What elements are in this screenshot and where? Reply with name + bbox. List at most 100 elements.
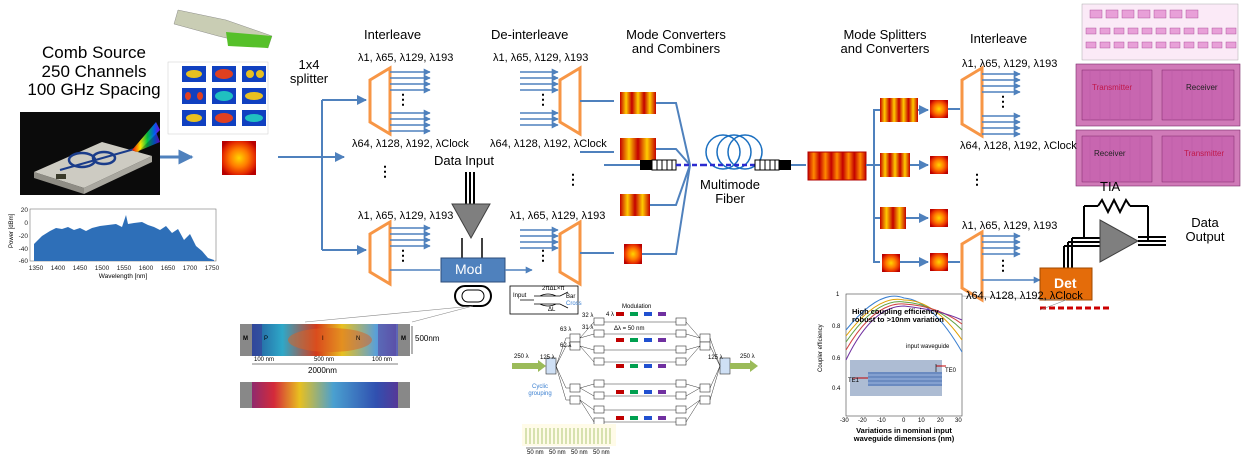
spectrum-xtick: 1650 xyxy=(161,265,176,272)
coupler-xtick: -30 xyxy=(840,418,849,424)
spectrum-xtick: 1600 xyxy=(139,265,154,272)
device-label-i: I xyxy=(322,336,324,342)
spectrum-y-label: Power [dBm] xyxy=(9,213,15,248)
spectrum-xtick: 1550 xyxy=(117,265,132,272)
rx-interleave-lower-bottom-label: λ64, λ128, λ192, λClock xyxy=(966,290,1083,302)
wdm-tree-panel xyxy=(509,285,758,449)
rx-interleave-ellipsis: ⋮ xyxy=(996,93,1010,109)
deinterleave-title: De-interleave xyxy=(491,27,569,42)
mzi-dl-label: ΔL xyxy=(548,307,556,313)
splitter-label-line-1: 1x4 xyxy=(298,57,320,72)
coupler-x-label-line-1: Variations in nominal input xyxy=(856,426,952,435)
interleave-title: Interleave xyxy=(364,27,422,42)
comb-source-line-1: Comb Source xyxy=(42,43,146,62)
deinterleave-bottom-label: λ64, λ128, λ192, λClock xyxy=(490,138,607,150)
splitter-label-line-2: splitter xyxy=(289,71,329,87)
modulation-label: Modulation xyxy=(622,304,652,310)
deinterleave-ellipsis: ⋮ xyxy=(536,91,550,107)
chip-receiver-label-1: Receiver xyxy=(1186,83,1218,92)
coupler-x-label: Variations in nominal input waveguide di… xyxy=(836,426,972,444)
chip-layout-panel xyxy=(1075,3,1241,187)
device-dim-3: 100 nm xyxy=(372,357,393,363)
fiber-label-line-2: Fiber xyxy=(715,191,745,207)
interleave-lower-ellipsis: ⋮ xyxy=(396,247,410,263)
device-label-p: P xyxy=(264,336,269,342)
deinterleave-branch-ellipsis: ⋮ xyxy=(566,171,580,187)
coupler-efficiency-panel xyxy=(845,293,963,417)
device-cross-section-panel xyxy=(240,324,413,408)
mode-splitters-line-1: Mode Splitters xyxy=(843,27,927,42)
mzi-phase-label: 2πΔL×π xyxy=(542,286,565,292)
wdm-stage-32-label: 32 λ xyxy=(582,313,594,319)
device-width-label: 2000nm xyxy=(308,366,337,375)
spectrum-xtick: 1400 xyxy=(51,265,66,272)
spacing-tick-4: 50 nm xyxy=(593,450,610,456)
coupler-xtick: 0 xyxy=(902,418,906,424)
mzi-cross-label: Cross xyxy=(566,301,582,307)
cyclic-line-1: Cyclic xyxy=(532,384,548,390)
coupler-xtick: 30 xyxy=(955,418,962,424)
coupler-input-label: input waveguide xyxy=(906,344,950,350)
coupler-xtick: 10 xyxy=(918,418,925,424)
coupler-x-label-line-2: waveguide dimensions (nm) xyxy=(853,434,955,444)
rx-interleave-top-label: λ1, λ65, λ129, λ193 xyxy=(962,58,1058,70)
rx-interleave-bottom-label: λ64, λ128, λ192, λClock xyxy=(960,140,1077,152)
spacing-tick-3: 50 nm xyxy=(571,450,588,456)
spectrum-xtick: 1500 xyxy=(95,265,110,272)
wdm-stage-63-label: 63 λ xyxy=(560,327,572,333)
rx-interleave-title: Interleave xyxy=(970,31,1028,46)
spacing-tick-2: 50 nm xyxy=(549,450,566,456)
interleave-lower-top-label: λ1, λ65, λ129, λ193 xyxy=(358,210,454,222)
wdm-stage-31-label: 31 λ xyxy=(582,325,594,331)
wdm-input-label: 250 λ xyxy=(514,354,529,360)
modulator-label: Mod xyxy=(455,261,483,277)
coupler-te0-label: TE0 xyxy=(945,368,957,374)
wdm-output-label: 250 λ xyxy=(740,354,755,360)
mzi-input-label: Input xyxy=(513,293,527,299)
spacing-tick-1: 50 nm xyxy=(527,450,544,456)
device-label-m2: M xyxy=(401,336,406,342)
coupler-xtick: 20 xyxy=(937,418,944,424)
deinterleave-lower-top-label: λ1, λ65, λ129, λ193 xyxy=(510,210,606,222)
device-label-m1: M xyxy=(243,336,248,342)
spectrum-ytick: -40 xyxy=(19,246,29,253)
spectrum-ytick: 20 xyxy=(21,207,29,214)
data-input-label: Data Input xyxy=(434,153,494,168)
comb-source-chip-image xyxy=(20,112,160,195)
coupler-xtick: -20 xyxy=(858,418,867,424)
wdm-stage-4-label: 4 λ xyxy=(606,312,615,318)
wdm-stage-125-out-label: 125 λ xyxy=(708,355,723,361)
spacing-label: Δλ = 50 nm xyxy=(614,326,645,332)
spectrum-xtick: 1350 xyxy=(29,265,44,272)
mode-splitters-line-2: and Converters xyxy=(840,41,930,57)
coupler-ytick-08: 0.8 xyxy=(832,324,841,330)
comb-source-line-2: 250 Channels xyxy=(41,61,147,81)
tia-label: TIA xyxy=(1100,179,1121,194)
coupler-y-label: Coupler efficiency xyxy=(818,324,824,372)
chip-transmitter-label-2: Transmitter xyxy=(1184,149,1225,158)
spectrum-xtick: 1450 xyxy=(73,265,88,272)
device-dim-1: 100 nm xyxy=(254,357,275,363)
spectrum-ytick: -60 xyxy=(19,258,29,265)
chip-transmitter-label-1: Transmitter xyxy=(1092,83,1133,92)
spectrum-xtick: 1700 xyxy=(183,265,198,272)
branch-ellipsis: ⋮ xyxy=(378,163,392,179)
interleave-top-label: λ1, λ65, λ129, λ193 xyxy=(358,52,454,64)
interleave-bottom-label: λ64, λ128, λ192, λClock xyxy=(352,138,469,150)
detector-label: Det xyxy=(1054,275,1077,291)
mode-converters-line-2: and Combiners xyxy=(631,41,721,57)
coupler-title: High coupling efficiency robust to >10nm… xyxy=(852,307,944,325)
data-output-label: Data Output xyxy=(1172,215,1238,245)
comb-source-title: Comb Source 250 Channels 100 GHz Spacing xyxy=(14,43,174,100)
spectrum-ytick: -20 xyxy=(19,233,29,240)
comb-spectrum-plot: Power [dBm] 20 0 -20 -40 -60 1350 1400 1… xyxy=(9,207,220,280)
wdm-stage-125-label: 125 λ xyxy=(540,355,555,361)
mode-converters-line-1: Mode Converters xyxy=(626,27,726,42)
mode-profile-grid xyxy=(167,9,273,135)
mode-splitters-title: Mode Splitters and Converters xyxy=(820,27,950,57)
deinterleave-top-label: λ1, λ65, λ129, λ193 xyxy=(493,52,589,64)
deinterleave-lower-ellipsis: ⋮ xyxy=(536,247,550,263)
coupler-ytick-04: 0.4 xyxy=(832,386,841,392)
